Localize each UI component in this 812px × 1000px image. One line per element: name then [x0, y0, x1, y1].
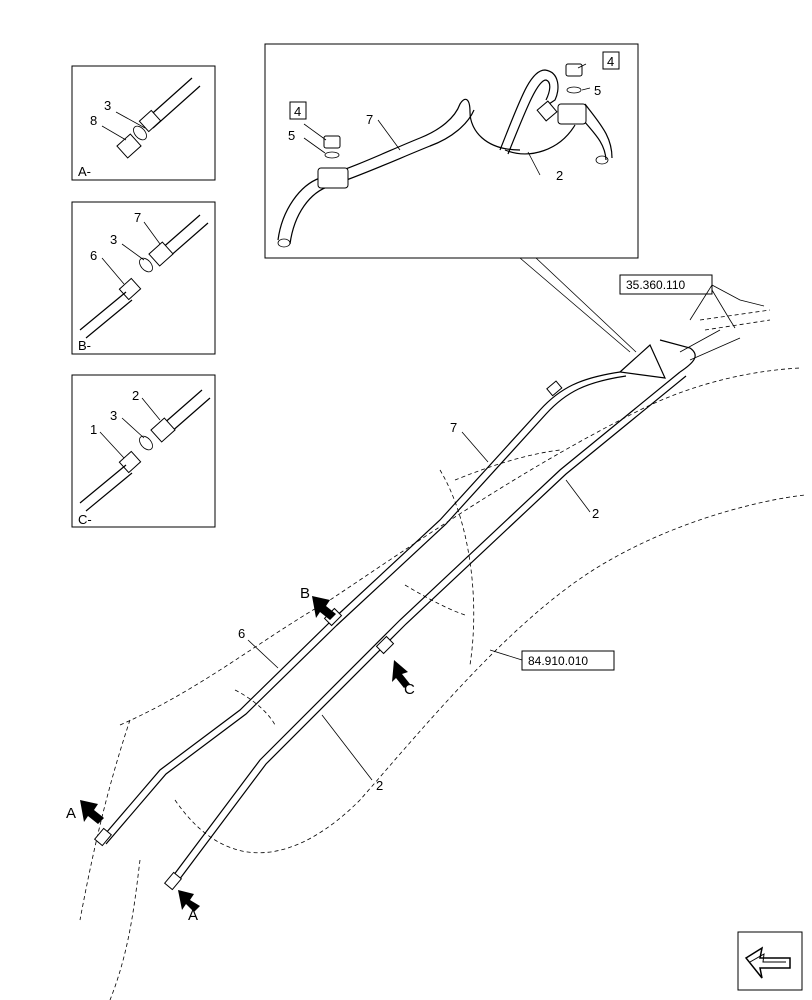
arrow-icon — [392, 660, 410, 688]
arrow-icon — [312, 596, 336, 620]
reference-35-360-110: 35.360.110 — [619, 274, 765, 329]
inset-boxed-callout-right: 4 — [607, 54, 614, 69]
callout-2-lower: 2 — [376, 778, 383, 793]
pipe-6 — [99, 621, 337, 845]
detail-c-callout-3: 3 — [110, 408, 117, 423]
detail-b-callout-3: 3 — [110, 232, 117, 247]
detail-c-caption: C- — [78, 512, 92, 527]
inset-view: 4 4 5 7 5 2 — [264, 43, 639, 353]
section-label-c: C — [404, 681, 415, 698]
fitting-a-bottom — [163, 871, 183, 891]
section-label-b: B — [300, 585, 310, 602]
detail-b-caption: B- — [78, 338, 91, 353]
inset-boxed-callout-left: 4 — [294, 104, 301, 119]
detail-b-callout-6: 6 — [90, 248, 97, 263]
detail-c-callout-1: 1 — [90, 422, 97, 437]
detail-a-callout-8: 8 — [90, 113, 97, 128]
detail-c-callout-2: 2 — [132, 388, 139, 403]
fitting-a-left — [93, 827, 113, 847]
detail-view-b: 7 3 6 B- — [71, 201, 216, 355]
section-marker-c: C — [392, 660, 415, 698]
fitting-top — [546, 380, 563, 397]
callout-2-upper: 2 — [592, 506, 599, 521]
section-label-a-left: A — [66, 805, 76, 822]
section-label-a-bottom: A — [188, 907, 198, 924]
pipe-junction-top — [618, 309, 771, 379]
inset-callout-5-right: 5 — [594, 83, 601, 98]
detail-a-caption: A- — [78, 164, 91, 179]
pipe-2 — [169, 339, 696, 885]
pipe-7 — [329, 371, 627, 627]
reference-text-middle: 84.910.010 — [528, 654, 588, 668]
fitting-c — [375, 635, 395, 655]
inset-callout-7: 7 — [366, 112, 373, 127]
detail-view-a: 3 8 A- — [71, 65, 216, 181]
callout-6-main: 6 — [238, 626, 245, 641]
section-marker-a-bottom: A — [178, 890, 200, 924]
inset-callout-2: 2 — [556, 168, 563, 183]
detail-b-callout-7: 7 — [134, 210, 141, 225]
navigation-arrow-icon[interactable] — [737, 931, 803, 991]
inset-callout-5-left: 5 — [288, 128, 295, 143]
boom-outline — [79, 367, 806, 1000]
reference-text-top: 35.360.110 — [626, 278, 685, 292]
reference-84-910-010: 84.910.010 — [489, 649, 615, 671]
callout-7-main: 7 — [450, 420, 457, 435]
section-marker-b: B — [300, 585, 336, 620]
section-marker-a-left: A — [66, 800, 104, 824]
detail-a-callout-3: 3 — [104, 98, 111, 113]
main-callouts: 7 2 6 2 — [238, 420, 599, 793]
arrow-icon — [178, 890, 200, 912]
detail-view-c: 2 3 1 C- — [71, 374, 216, 528]
arrow-icon — [80, 800, 104, 824]
